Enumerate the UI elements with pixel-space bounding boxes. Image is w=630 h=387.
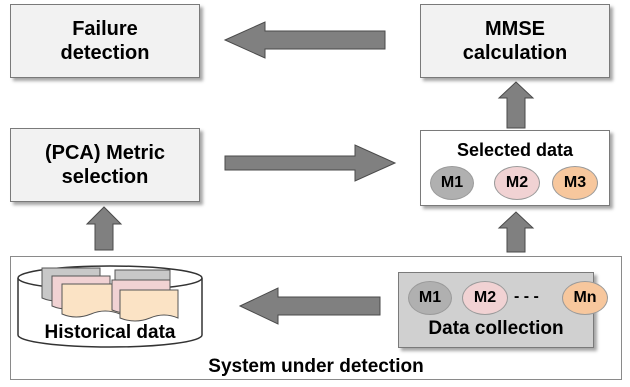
mmse-calculation-box: MMSE calculation: [420, 4, 610, 78]
selected-metric-m2: M2: [494, 166, 540, 200]
historical-data-label: Historical data: [44, 322, 176, 343]
collection-metric-m1: M1: [408, 281, 452, 315]
arrow-metric-to-selected: [224, 144, 397, 182]
selected-metric-m3: M3: [552, 166, 598, 200]
data-collection-label: Data collection: [428, 318, 564, 339]
selected-data-label: Selected data: [456, 140, 574, 160]
system-under-detection-label: System under detection: [208, 356, 424, 377]
document-stack-icon: [41, 267, 179, 322]
metric-selection-box: (PCA) Metric selection: [10, 128, 200, 202]
failure-detection-line-2: detection: [60, 42, 150, 64]
arrow-collection-to-selected: [497, 211, 535, 253]
historical-data-cylinder: [17, 265, 203, 348]
failure-detection-line-1: Failure: [72, 18, 138, 40]
arrow-selected-to-mmse: [497, 81, 535, 129]
failure-detection-box: Failure detection: [10, 4, 200, 78]
arrow-historical-to-metric: [85, 206, 123, 251]
arrow-collection-to-historical: [238, 287, 381, 325]
collection-ellipsis: - - -: [514, 288, 539, 305]
collection-metric-m2: M2: [462, 281, 508, 315]
arrow-mmse-to-failure: [223, 21, 386, 59]
metric-selection-line-2: selection: [61, 166, 149, 188]
system-frame: [10, 256, 622, 380]
collection-metric-mn: Mn: [562, 281, 608, 315]
metric-selection-line-1: (PCA) Metric: [44, 142, 165, 164]
selected-metric-m1: M1: [430, 166, 474, 200]
mmse-calculation-line-1: MMSE: [485, 18, 545, 40]
mmse-calculation-line-2: calculation: [462, 42, 568, 64]
